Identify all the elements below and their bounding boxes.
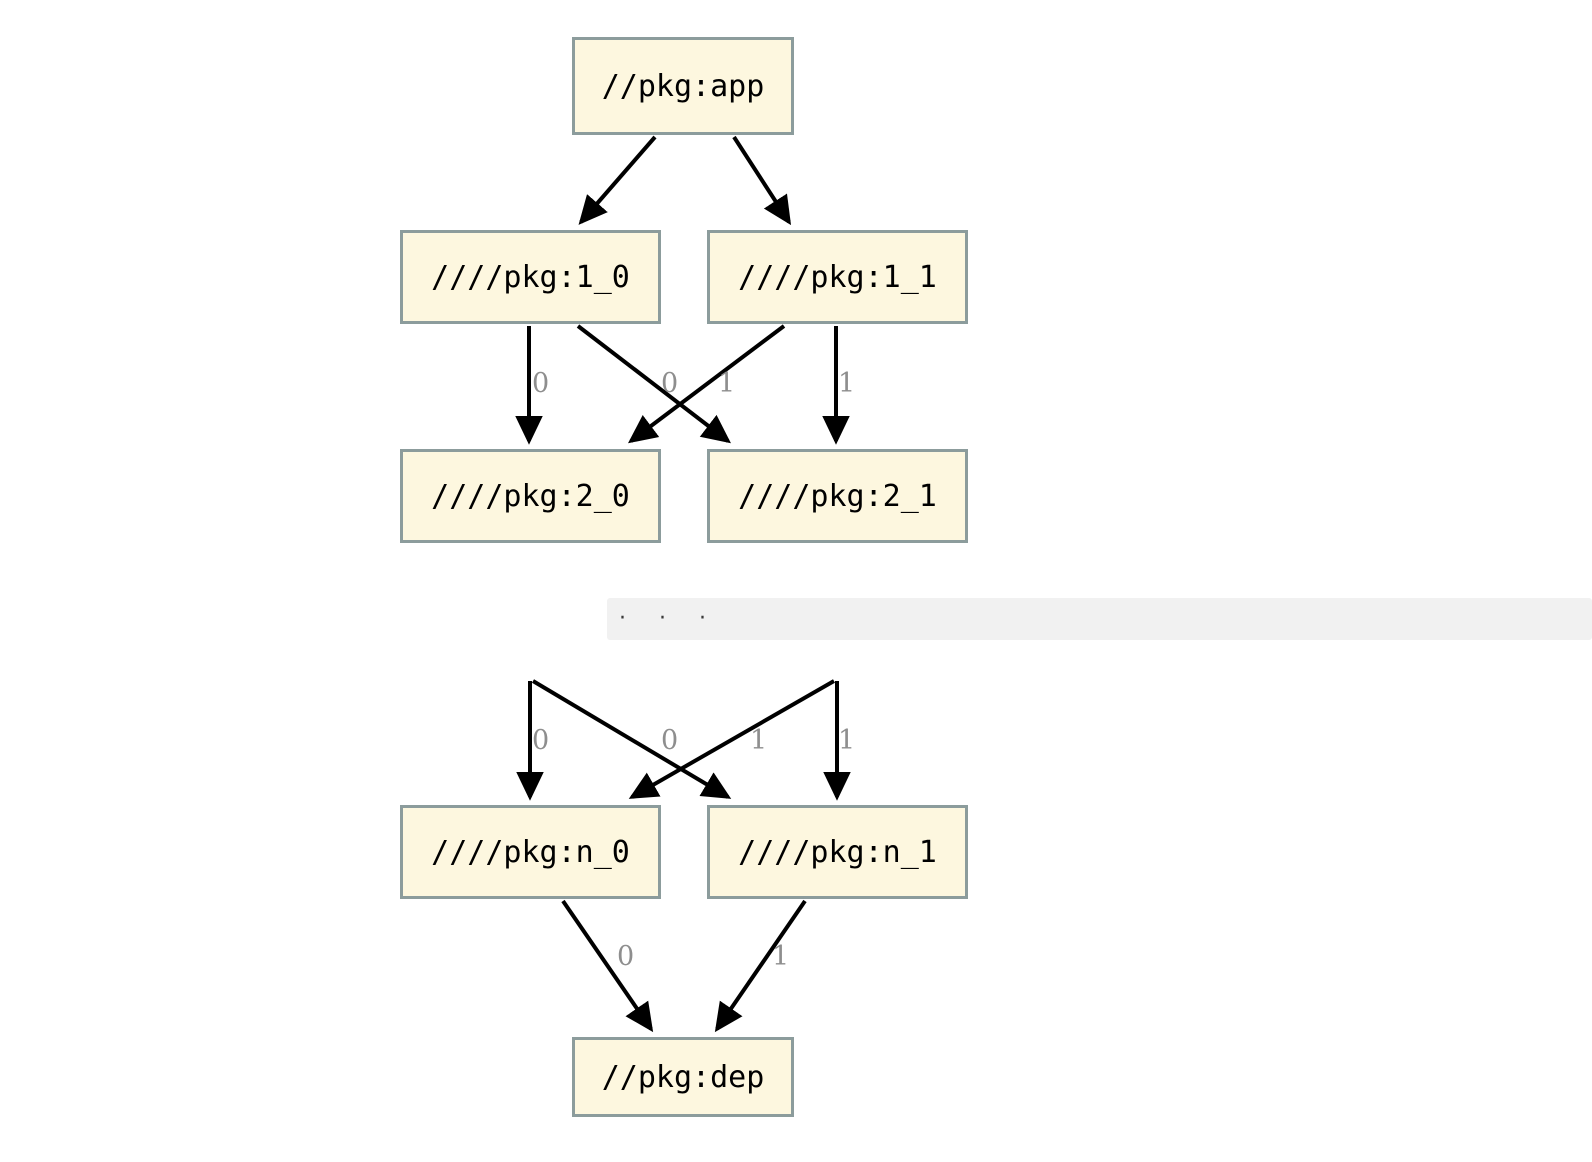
node-label: ////pkg:n_1 xyxy=(738,834,937,870)
edge-n_1-to-dep xyxy=(714,899,807,1033)
edge-label-n_0-dep: 0 xyxy=(617,941,635,972)
node-label: //pkg:dep xyxy=(601,1059,765,1095)
edge-n_0-to-dep xyxy=(561,899,654,1033)
edge-label-1_1-2_0: 1 xyxy=(718,368,736,399)
edge-app-to-1_1 xyxy=(732,135,792,226)
node-dep[interactable]: //pkg:dep xyxy=(572,1037,794,1117)
edge-label-1_0-2_1: 0 xyxy=(661,368,679,399)
node-label: ////pkg:2_1 xyxy=(738,478,937,514)
node-label: ////pkg:2_0 xyxy=(431,478,630,514)
node-app[interactable]: //pkg:app xyxy=(572,37,794,135)
node-pkg-n_0[interactable]: ////pkg:n_0 xyxy=(400,805,661,899)
node-label: ////pkg:1_1 xyxy=(738,259,937,295)
edge-label-hidden-n_0: 0 xyxy=(532,725,550,756)
node-label: ////pkg:n_0 xyxy=(431,834,630,870)
ellipsis-dots: · · · xyxy=(619,606,719,631)
edge-1_1-to-2_0 xyxy=(628,324,786,444)
node-label: ////pkg:1_0 xyxy=(431,259,630,295)
edge-label-1_0-2_0: 0 xyxy=(532,368,550,399)
edge-1_0-to-2_1 xyxy=(576,324,731,444)
edge-label-1_1-2_1: 1 xyxy=(838,368,856,399)
ellipsis-band: · · · xyxy=(607,598,1592,640)
node-pkg-n_1[interactable]: ////pkg:n_1 xyxy=(707,805,968,899)
edge-label-n_1-dep: 1 xyxy=(772,941,790,972)
edge-app-to-1_0 xyxy=(578,135,657,225)
node-pkg-1_0[interactable]: ////pkg:1_0 xyxy=(400,230,661,324)
node-pkg-2_1[interactable]: ////pkg:2_1 xyxy=(707,449,968,543)
edge-hidden-right-to-n_0 xyxy=(628,679,835,799)
node-label: //pkg:app xyxy=(601,68,765,104)
node-pkg-2_0[interactable]: ////pkg:2_0 xyxy=(400,449,661,543)
edge-hidden-left-to-n_1 xyxy=(531,679,732,799)
edge-label-hidden-n_0-cross: 1 xyxy=(750,725,768,756)
edge-label-hidden-n_1: 1 xyxy=(838,725,856,756)
node-pkg-1_1[interactable]: ////pkg:1_1 xyxy=(707,230,968,324)
edge-label-hidden-n_1-cross: 0 xyxy=(661,725,679,756)
